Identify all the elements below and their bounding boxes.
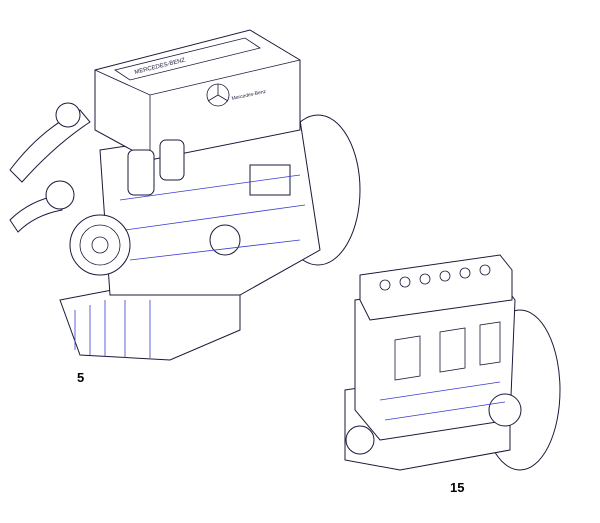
rear-seal [488,393,522,427]
air-compressor [249,164,291,196]
engine-assembly-15[interactable] [344,254,561,471]
callout-label-15: 15 [450,480,465,495]
callout-label-5: 5 [77,370,85,385]
tensioner-pulley [45,180,75,210]
fuel-filter [159,139,185,181]
oil-filter [127,149,155,196]
valve-springs [379,264,491,291]
water-pump [55,102,81,128]
cylinder-head [359,254,513,321]
engine-assembly-5[interactable]: MERCEDES-BENZ Mercedes-Benz [9,29,361,361]
logo-strip [114,37,261,81]
crankshaft-nose [345,425,375,455]
crankshaft-pulley [69,214,131,276]
pump-gear [209,224,241,256]
intake-pipe [9,109,91,183]
